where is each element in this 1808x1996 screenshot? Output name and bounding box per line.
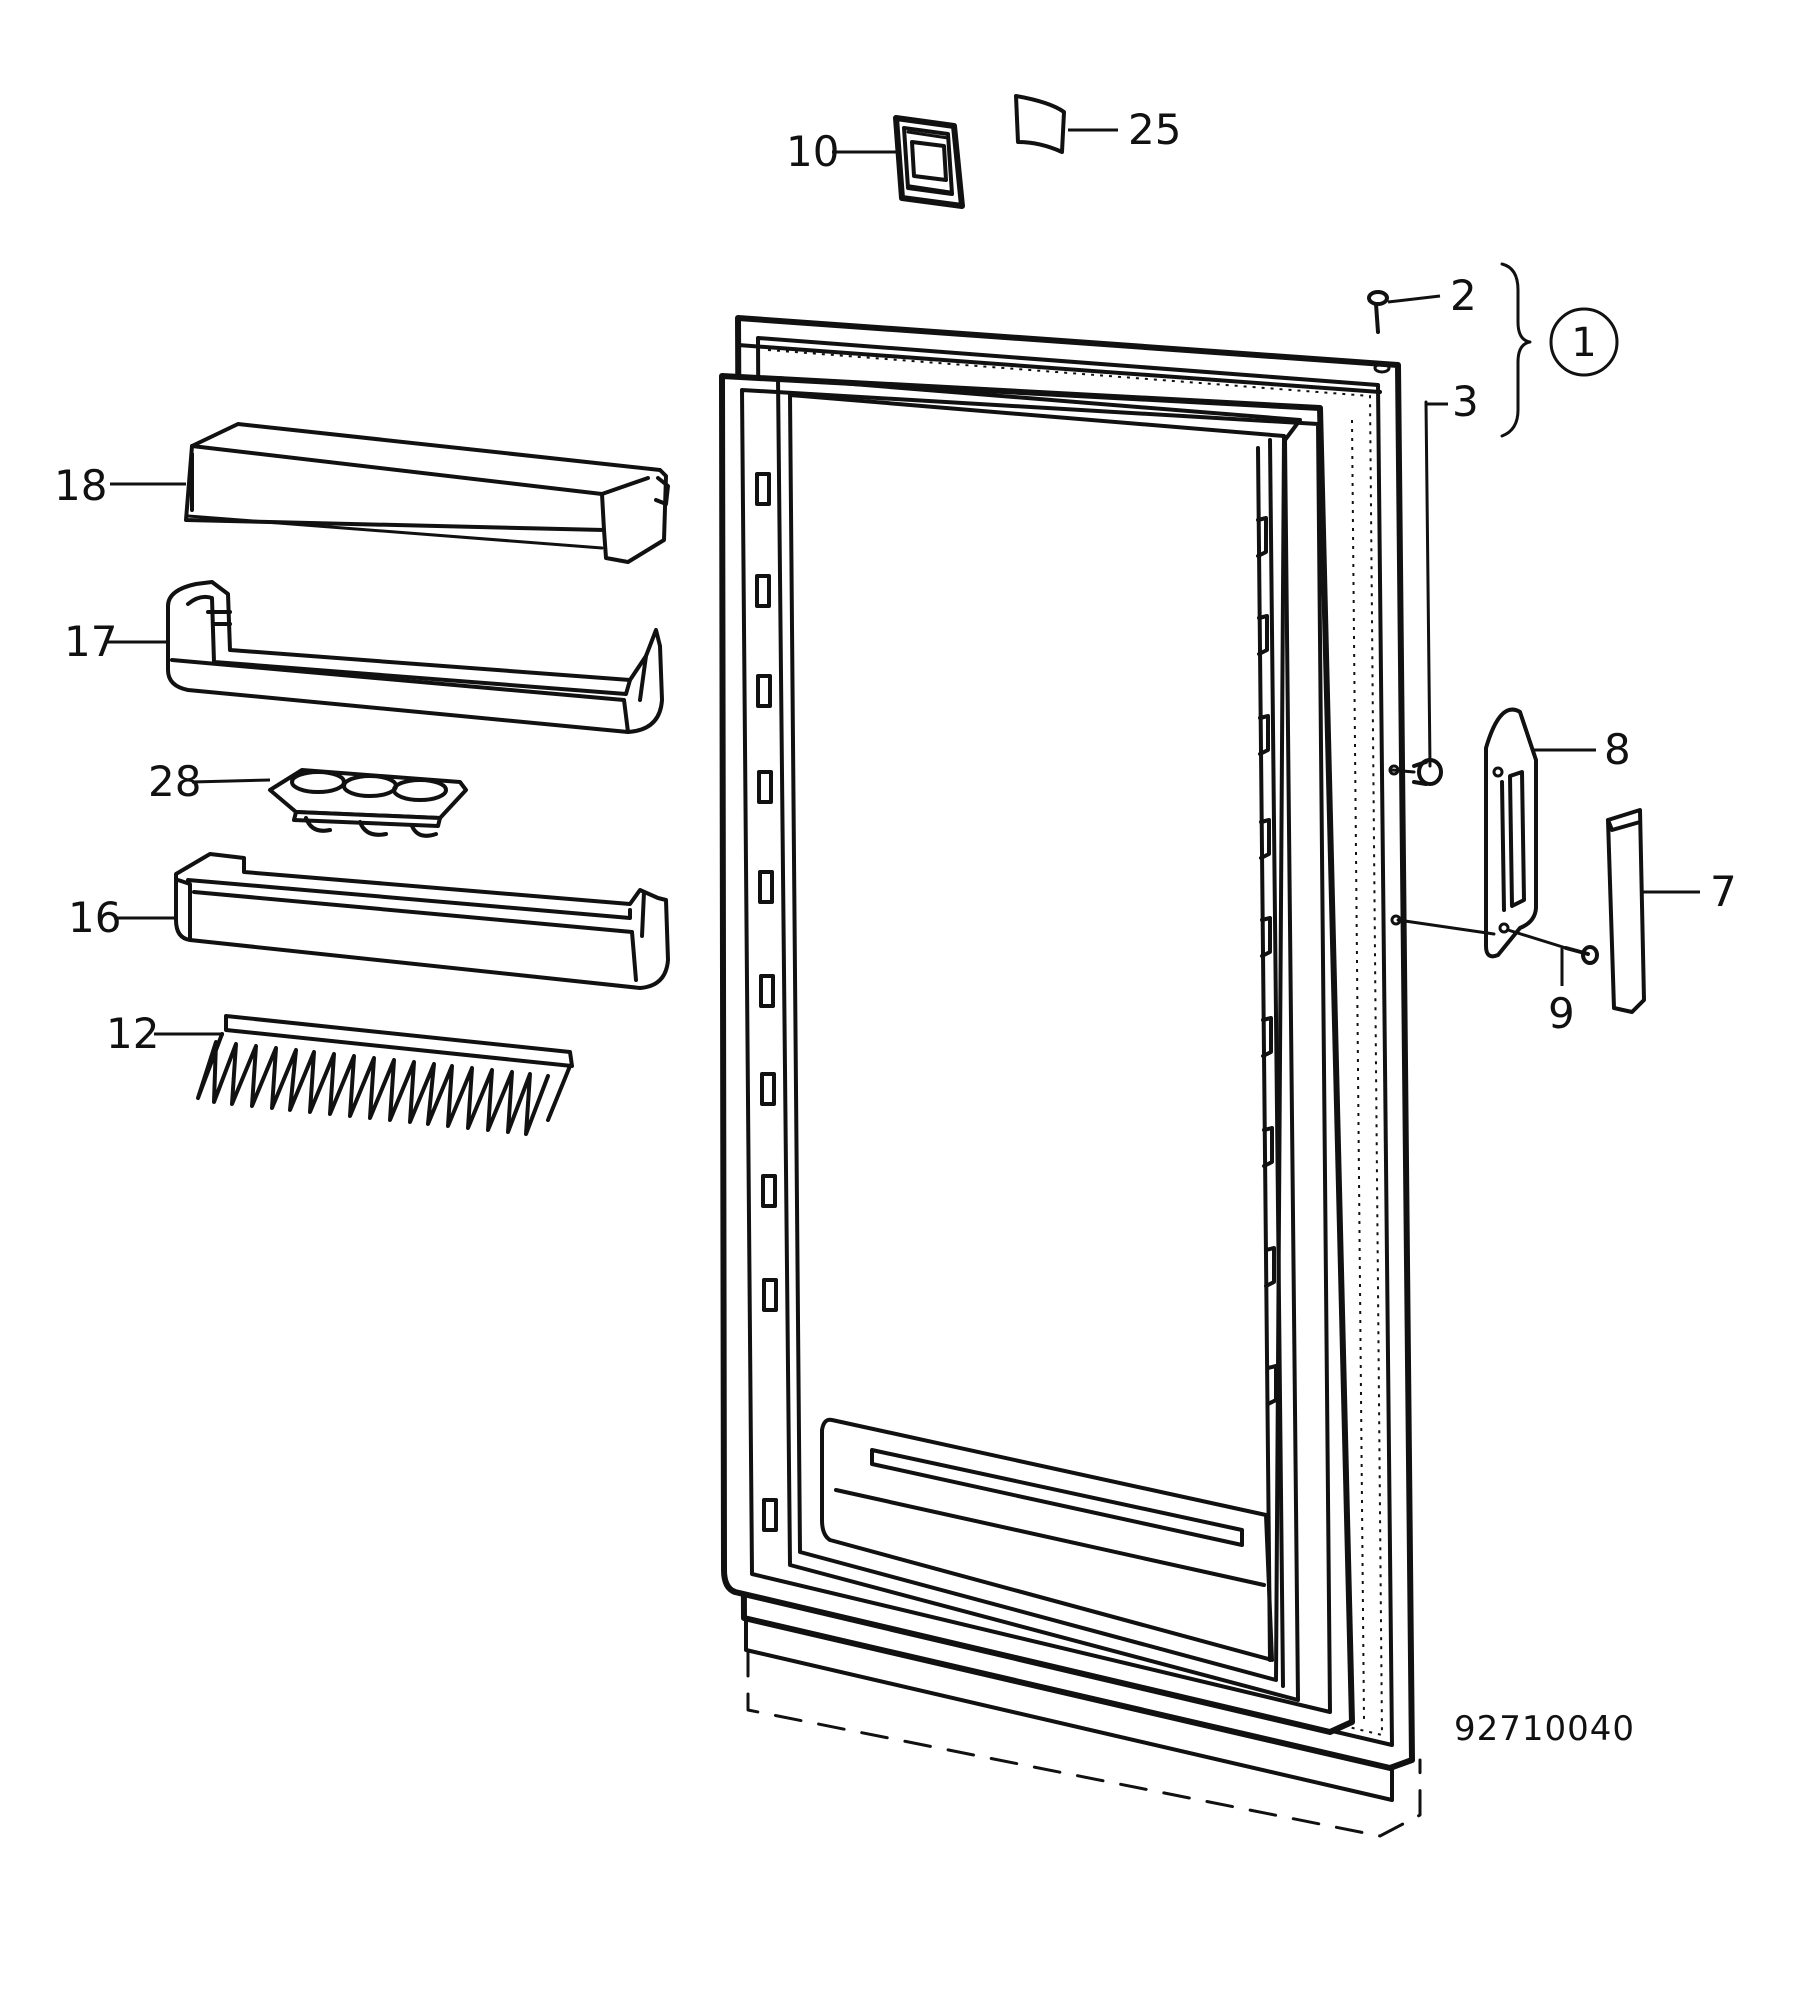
door-assembly xyxy=(719,315,1422,1838)
callout-17: 17 xyxy=(64,617,117,666)
callout-16: 16 xyxy=(68,893,121,942)
callout-18: 18 xyxy=(54,461,107,510)
leader-lines xyxy=(106,128,1700,1036)
part-16-door-shelf xyxy=(174,852,670,990)
part-17-door-shelf xyxy=(166,580,664,734)
callout-8: 8 xyxy=(1604,725,1631,774)
part-18-cover-shelf xyxy=(184,422,670,564)
part-8-hinge-bracket xyxy=(1396,707,1538,959)
callout-1: 1 xyxy=(1571,320,1596,366)
part-callouts: 18 17 28 16 12 10 25 2 3 8 7 9 xyxy=(54,105,1737,1058)
drawing-reference-number: 92710040 xyxy=(1454,1709,1635,1749)
right-shelf-slots xyxy=(1256,516,1278,1406)
part-3-hinge-pin xyxy=(1390,400,1443,786)
part-2-hinge-pin xyxy=(1367,290,1389,334)
part-12-bottle-retainer xyxy=(196,1014,574,1136)
callout-10: 10 xyxy=(786,127,839,176)
callout-9: 9 xyxy=(1548,989,1575,1038)
callout-28: 28 xyxy=(148,757,201,806)
callout-7: 7 xyxy=(1710,867,1737,916)
assembly-callout-1: 1 xyxy=(1549,307,1619,377)
part-25-label-card xyxy=(1014,94,1066,154)
callout-3: 3 xyxy=(1452,377,1479,426)
part-7-handle-strip xyxy=(1606,808,1646,1014)
callout-12: 12 xyxy=(106,1009,159,1058)
callout-25: 25 xyxy=(1128,105,1181,154)
callout-2: 2 xyxy=(1450,271,1477,320)
part-9-screw xyxy=(1506,928,1599,965)
left-shelf-slots xyxy=(755,472,778,1532)
part-28-egg-tray xyxy=(268,768,468,838)
part-10-hinge-cover xyxy=(893,115,965,209)
